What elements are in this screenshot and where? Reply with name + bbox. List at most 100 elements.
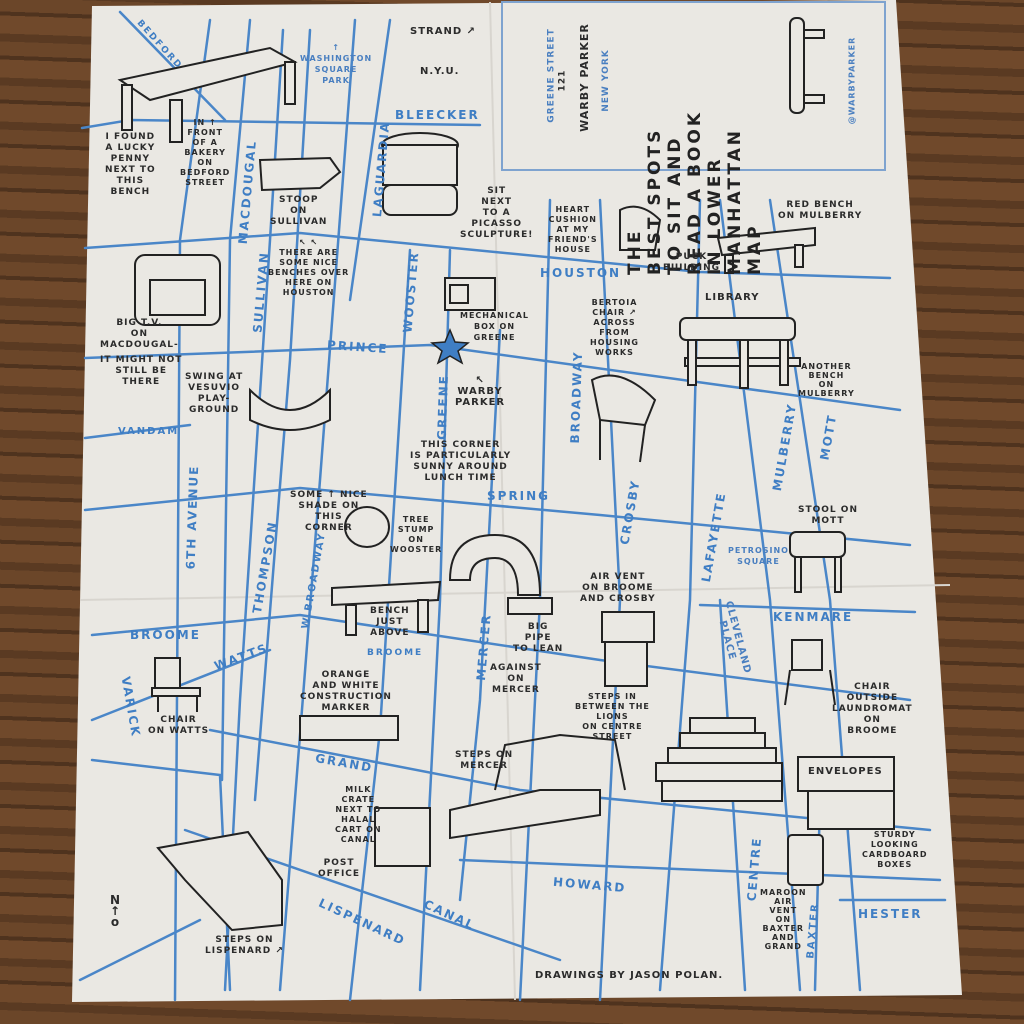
street-w-broadway (278, 18, 357, 992)
note-red-bench: RED BENCH ON MULBERRY (778, 200, 863, 221)
note-bench-above: BENCH JUST ABOVE (370, 606, 410, 638)
street-laguardia (348, 18, 392, 302)
library-bench-drawing (679, 317, 801, 389)
map-title: THE BEST SPOTS TO SIT AND READ A BOOK IN… (610, 10, 780, 275)
street-macdougal (220, 18, 252, 782)
note-chair-laundromat: CHAIR OUTSIDE LAUNDROMAT ON BROOME (832, 682, 913, 736)
credit-text: DRAWINGS BY JASON POLAN. (535, 970, 724, 981)
street-howard (458, 858, 942, 882)
title-panel-border (501, 1, 886, 171)
construction-marker-drawing (299, 715, 399, 741)
note-envelopes: ENVELOPES (808, 766, 883, 777)
title-line: TO SIT AND (665, 135, 685, 275)
street-bedford (118, 10, 227, 122)
note-sunny-corner: THIS CORNER IS PARTICULARLY SUNNY AROUND… (410, 440, 512, 483)
title-line: MAP (745, 223, 765, 275)
note-warby-parker: ↖ WARBY PARKER (455, 375, 506, 408)
warby-parker-handle: @WARBYPARKER (847, 36, 857, 125)
note-construction-marker: ORANGE AND WHITE CONSTRUCTION MARKER (300, 670, 392, 713)
title-line: READ A BOOK (685, 110, 705, 275)
north-arrow-icon: N↑o (110, 893, 122, 929)
note-maroon-vent: MAROON AIR VENT ON BAXTER AND GRAND (760, 888, 807, 951)
picasso-sculpture-drawing (381, 132, 459, 216)
stool-mott-drawing (789, 531, 846, 593)
street-lispenard (78, 918, 202, 982)
lispenard-steps-drawing (156, 830, 283, 932)
logo-number: 121 (557, 69, 568, 92)
street-label-houston: HOUSTON (540, 266, 622, 280)
note-might-not: IT MIGHT NOT STILL BE THERE (100, 355, 183, 387)
note-mechanical-box: MECHANICAL BOX ON GREENE (460, 311, 530, 342)
street-vandam (83, 423, 192, 440)
title-line: BEST SPOTS (645, 127, 665, 275)
bench-broome-drawing (331, 580, 442, 636)
note-steps-mercer: STEPS ON MERCER (455, 750, 514, 771)
note-stool-mott: STOOL ON MOTT (798, 505, 858, 526)
milk-crate-drawing (374, 807, 431, 867)
label-library: LIBRARY (705, 292, 760, 303)
mechanical-box-drawing (444, 277, 496, 311)
title-bench-drawing (789, 17, 825, 114)
note-chair-watts: CHAIR ON WATTS (148, 715, 210, 736)
lion-steps-drawing (655, 717, 783, 802)
label-petrosino-square: PETROSINO SQUARE (728, 546, 789, 566)
street-thompson (253, 28, 312, 802)
label-strand: STRAND ↗ (410, 26, 476, 37)
note-bertoia: BERTOIA CHAIR ↗ ACROSS FROM HOUSING WORK… (590, 298, 639, 357)
note-big-pipe: BIG PIPE TO LEAN (513, 622, 564, 654)
title-line: THE (625, 228, 645, 275)
street-6th-avenue (173, 18, 212, 1002)
heart-cushion-drawing (619, 205, 662, 251)
street-label-greene: GREENE (434, 373, 452, 441)
swing-drawing (249, 387, 331, 431)
mercer-steps-drawing (449, 733, 626, 840)
label-nyu: N.Y.U. (420, 66, 460, 77)
tree-stump-drawing (344, 506, 390, 548)
street-crosby (598, 198, 622, 1002)
north-label: N (110, 893, 122, 907)
note-air-vent-broome: AIR VENT ON BROOME AND CROSBY (580, 572, 656, 604)
bertoia-chair-drawing (590, 374, 657, 463)
note-swing: SWING AT VESUVIO PLAY- GROUND (185, 372, 244, 415)
street-grand (208, 728, 932, 832)
street-broome (90, 613, 912, 702)
note-shade: SOME ↑ NICE SHADE ON THIS CORNER (290, 490, 368, 533)
note-heart-cushion: HEART CUSHION AT MY FRIEND'S HOUSE (548, 205, 598, 254)
title-line: IN LOWER (705, 156, 725, 275)
red-bench-drawing (716, 226, 816, 274)
air-vent-drawing (601, 611, 655, 687)
envelopes-boxes-drawing (797, 756, 895, 830)
note-tree-stump: TREE STUMP ON WOOSTER (390, 515, 443, 554)
street-kenmare (698, 603, 917, 614)
label-washington-square-park: ↑ WASHINGTON SQUARE PARK (300, 43, 373, 85)
logo-name: WARBY PARKER (577, 23, 591, 132)
street-label-broome-left: BROOME (130, 628, 201, 642)
street-label-spring: SPRING (487, 489, 551, 503)
big-tv-drawing (134, 254, 221, 326)
note-steps-lispenard: STEPS ON LISPENARD ↗ (205, 935, 284, 956)
note-against-mercer: AGAINST ON MERCER (490, 663, 542, 695)
note-bakery: IN ↑ FRONT OF A BAKERY ON BEDFORD STREET (180, 118, 231, 187)
street-baxter (813, 798, 822, 992)
note-lucky-penny: I FOUND A LUCKY PENNY NEXT TO THIS BENCH (105, 132, 156, 197)
note-stoop: STOOP ON SULLIVAN (270, 195, 328, 227)
note-cardboard: STURDY LOOKING CARDBOARD BOXES (862, 830, 928, 869)
fold-line (489, 1, 516, 1001)
stoop-drawing (258, 156, 342, 192)
folding-chair-drawing (784, 639, 836, 706)
street-label-vandam: VANDAM (118, 426, 180, 437)
street-label-kenmare: KENMARE (773, 610, 854, 624)
label-puck-building: PUCK BUILDING (663, 252, 720, 273)
note-picasso: SIT NEXT TO A PICASSO SCULPTURE! (460, 186, 534, 240)
big-pipe-drawing (448, 533, 553, 615)
note-another-bench: ANOTHER BENCH ON MULBERRY (798, 362, 855, 398)
street-label-hester: HESTER (858, 907, 923, 921)
note-steps-lions: STEPS IN BETWEEN THE LIONS ON CENTRE STR… (575, 692, 650, 741)
street-houston (83, 231, 892, 280)
note-big-tv: BIG T.V. ON MACDOUGAL- (100, 318, 179, 350)
note-milk-crate: MILK CRATE NEXT TO HALAL CART ON CANAL (335, 785, 382, 844)
bench-drawing-bedford (117, 46, 298, 143)
note-post-office: POST OFFICE (318, 858, 361, 879)
note-benches-houston: ↖ ↖ THERE ARE SOME NICE BENCHES OVER HER… (268, 238, 350, 297)
street-label-bleecker: BLEECKER (395, 108, 480, 122)
